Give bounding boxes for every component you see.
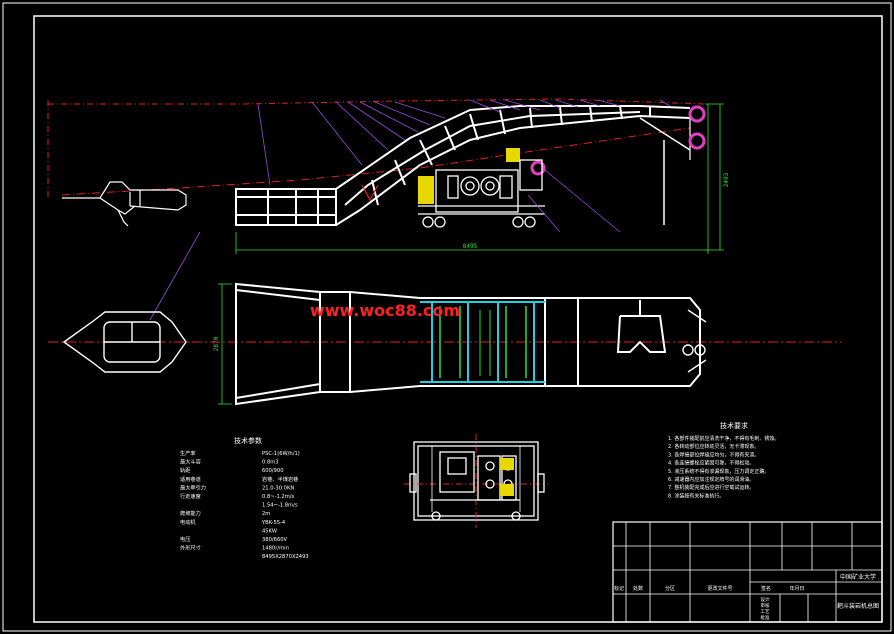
head-sheave-upper [688, 105, 706, 123]
tech-params: 技术参数 生产率 PSC-1(6W/h/1) 最大斗容 0.8m3 轨距 600/900 适… [180, 436, 309, 560]
requirement-line: 7. 整机装配完成后应进行空载试运转。 [668, 484, 754, 491]
param-label: 轨距 [180, 466, 190, 474]
guide-sheave [530, 160, 546, 176]
tech-requirements: 技术要求 1. 各部件装配前应清洗干净，不得有毛刺、锈蚀。2. 各转动部位应转动… [668, 421, 779, 499]
param-value: YBK-55-4 [261, 520, 286, 526]
param-value: 0.8m3 [262, 460, 279, 466]
param-label: 外形尺寸 [180, 544, 201, 552]
head-sheave-lower [688, 132, 706, 150]
height-dim: 2493 [723, 172, 730, 187]
scraper-bucket-side [62, 181, 187, 227]
param-label: 最大斗容 [180, 458, 201, 466]
param-label: 适用巷道 [180, 475, 201, 483]
param-label: 电压 [180, 535, 190, 543]
leader-lines [149, 99, 671, 321]
title-block-header: 更改文件号 [707, 585, 732, 592]
side-view: 8495 2493 2870 [47, 98, 730, 405]
tech-params-title: 技术参数 [234, 436, 262, 445]
param-value: 8495X2870X2493 [262, 554, 309, 560]
dimension-lines [218, 103, 724, 405]
param-label: 爬坡能力 [180, 509, 201, 517]
param-value: 45KW [262, 528, 277, 534]
winch-chassis [418, 148, 545, 228]
trough-frame [235, 105, 691, 226]
requirement-line: 8. 涂装按有关标准执行。 [668, 492, 724, 499]
title-block [612, 521, 883, 623]
param-value: 600/900 [262, 468, 284, 474]
param-value: 21.0-30.0KN [262, 485, 294, 491]
title-block-role: 设计 [761, 596, 770, 603]
param-value: PSC-1(6W/h/1) [262, 451, 300, 457]
overall-length-dim: 8495 [463, 243, 478, 250]
title-block-header: 处数 [633, 585, 643, 592]
param-value: 0.8~-1.2m/s [262, 494, 295, 500]
title-block-role: 批准 [761, 614, 770, 621]
requirement-line: 1. 各部件装配前应清洗干净，不得有毛刺、锈蚀。 [668, 435, 779, 442]
loader-body-top [235, 282, 701, 406]
school-name: 中国矿业大学 [840, 573, 876, 581]
title-block-role: 工艺 [761, 609, 770, 615]
param-label: 电动机 [180, 518, 196, 526]
rope-line [48, 98, 706, 105]
tail-hooks [682, 309, 707, 373]
conveyor-chain-top [420, 301, 545, 383]
param-label: 生产率 [180, 449, 196, 457]
title-block-header: 分区 [665, 585, 675, 592]
scraper-bucket-top [62, 311, 187, 373]
top-view [48, 282, 842, 406]
tech-requirements-rows: 1. 各部件装配前应清洗干净，不得有毛刺、锈蚀。2. 各转动部位应转动灵活，无卡… [668, 435, 779, 499]
requirement-line: 3. 各焊接部位焊缝应均匀，不得有夹渣。 [668, 451, 759, 458]
title-block-role: 审核 [761, 602, 770, 609]
drawing-name: 耙斗装岩机总图 [837, 602, 879, 610]
param-value: 380/660V [262, 537, 288, 543]
title-block-header: 签名 [761, 585, 771, 592]
title-block-headers: 标记 处数 分区 更改文件号 签名 年月日 [614, 585, 805, 592]
param-value: 1.54~-1.8m/s [262, 503, 298, 509]
title-block-header: 年月日 [789, 585, 804, 592]
width-dim: 2870 [213, 336, 220, 351]
inner-frame [33, 15, 883, 623]
tech-requirements-title: 技术要求 [720, 421, 748, 430]
requirement-line: 2. 各转动部位应转动灵活，无卡滞现象。 [668, 443, 759, 450]
end-view [404, 434, 548, 528]
tech-params-rows: 生产率 PSC-1(6W/h/1) 最大斗容 0.8m3 轨距 600/900 适用巷道 岩巷… [180, 449, 309, 560]
param-label: 最大牵引力 [180, 483, 206, 491]
watermark: www.woc88.com [310, 301, 460, 320]
param-label: 行走速度 [180, 492, 201, 500]
requirement-line: 5. 液压系统不得有渗漏现象，压力调定正确。 [668, 468, 769, 475]
param-value: 2m [262, 511, 270, 517]
requirement-line: 6. 减速器内应加注规定牌号的润滑油。 [668, 476, 754, 483]
requirement-line: 4. 各连接螺栓应紧固可靠，不得松动。 [668, 460, 754, 467]
param-value: 1480r/min [262, 546, 289, 552]
title-block-header: 标记 [614, 585, 624, 592]
param-value: 岩巷、半煤岩巷 [262, 475, 299, 483]
